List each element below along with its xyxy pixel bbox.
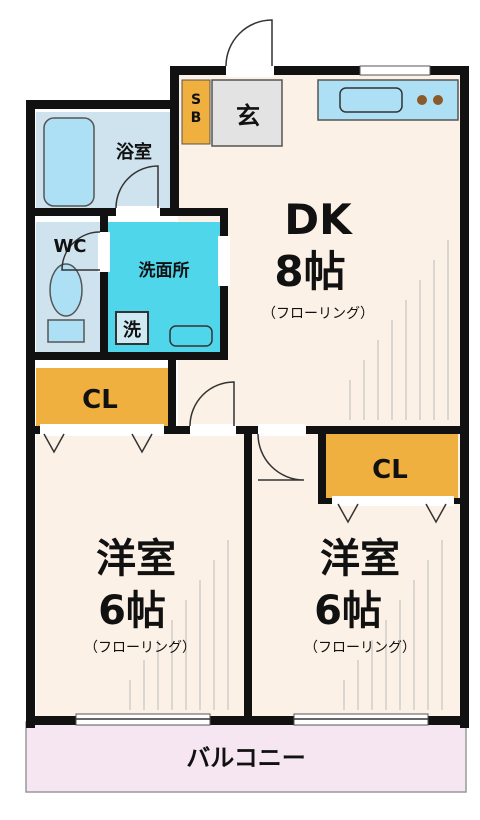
stove-burner-icon <box>433 95 443 105</box>
kitchen-sink-icon <box>339 87 403 113</box>
dk-floor-type: （フローリング） <box>262 306 374 322</box>
wall <box>100 216 108 356</box>
balcony-area <box>25 721 467 793</box>
sb-label-s: S <box>191 92 201 108</box>
western-right-name: 洋室 <box>320 536 400 582</box>
wall <box>26 352 228 360</box>
washer-box <box>115 311 149 345</box>
western-right-size: 6帖 <box>314 588 382 634</box>
bathtub-icon <box>43 117 95 207</box>
entrance-door-gap <box>226 64 274 77</box>
toilet-tank-icon <box>47 319 85 343</box>
washer-label: 洗 <box>123 319 141 341</box>
western-left-floor <box>36 430 248 720</box>
entrance-door-swing <box>225 19 273 67</box>
wall <box>26 100 35 728</box>
wc-door-swing <box>61 231 101 271</box>
left-room-door-swing <box>189 381 235 427</box>
closet-left-label: CL <box>82 385 118 415</box>
closet-left-area <box>36 368 170 426</box>
light-hatching <box>129 240 449 710</box>
closet-right-doors <box>332 496 454 506</box>
dk-name: DK <box>284 195 353 244</box>
wc-label: WC <box>53 236 86 257</box>
western-right-floor-type: （フローリング） <box>304 640 416 656</box>
genkan-label: 玄 <box>236 102 260 130</box>
left-room-door-gap <box>190 424 236 436</box>
genkan-area <box>211 79 283 147</box>
washroom-label: 洗面所 <box>139 260 190 281</box>
closet-right-door-marks <box>337 503 447 524</box>
western-left-size: 6帖 <box>98 588 166 634</box>
wall <box>170 66 468 75</box>
wc-door-gap <box>98 232 110 272</box>
right-room-door-gap <box>258 424 306 436</box>
window <box>359 65 431 76</box>
washroom-door-gap <box>218 236 230 286</box>
wall <box>244 426 252 722</box>
wall <box>168 356 176 432</box>
bath-label: 浴室 <box>116 141 152 163</box>
western-left-floor-type: （フローリング） <box>84 640 196 656</box>
toilet-icon <box>49 263 83 317</box>
balcony-label: バルコニー <box>186 744 306 772</box>
washbasin-icon <box>169 325 213 347</box>
closet-right-label: CL <box>372 455 408 485</box>
wall <box>170 66 179 216</box>
doors <box>40 19 454 726</box>
wall <box>26 100 178 109</box>
western-left-name: 洋室 <box>96 536 176 582</box>
bath-door-gap <box>116 206 160 218</box>
closet-right-area <box>326 434 458 498</box>
bath-door-swing <box>115 165 159 209</box>
stove-burner-icon <box>417 95 427 105</box>
closet-left-doors <box>40 424 164 436</box>
closet-left-door-marks <box>43 433 153 454</box>
dk-size: 8帖 <box>274 247 345 296</box>
sb-area <box>181 79 211 145</box>
sb-label-b: B <box>191 110 202 126</box>
wall <box>460 66 469 728</box>
wall <box>318 430 326 504</box>
right-room-door-swing <box>257 433 305 481</box>
